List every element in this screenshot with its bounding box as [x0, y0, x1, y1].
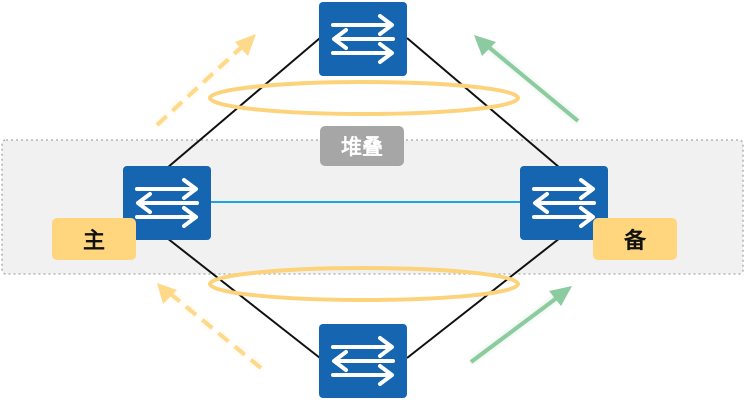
dashed-arrow-icon: [155, 34, 256, 127]
solid-arrow-icon: [474, 35, 580, 123]
dashed-arrow-icon: [157, 283, 263, 370]
backup-label: 备: [623, 228, 647, 254]
link-aggregation-ellipse-bottom: [208, 266, 520, 302]
solid-arrow-icon: [469, 286, 572, 364]
stack-tag: 堆叠: [320, 126, 404, 166]
switch-icon: [317, 322, 409, 400]
link-left-to-bottom: [166, 237, 321, 359]
link-aggregation-ellipse-top: [208, 80, 520, 116]
master-label: 主: [83, 229, 105, 254]
switch-icon: [317, 0, 409, 78]
link-bottom-to-right: [406, 237, 561, 359]
stack-label: 堆叠: [341, 135, 383, 159]
uplink-lines: [166, 37, 561, 359]
link-top-to-right: [406, 37, 561, 169]
backup-tag: 备: [593, 218, 677, 260]
link-left-to-top: [166, 37, 321, 169]
master-tag: 主: [52, 218, 136, 260]
switch-icon: [121, 164, 213, 242]
